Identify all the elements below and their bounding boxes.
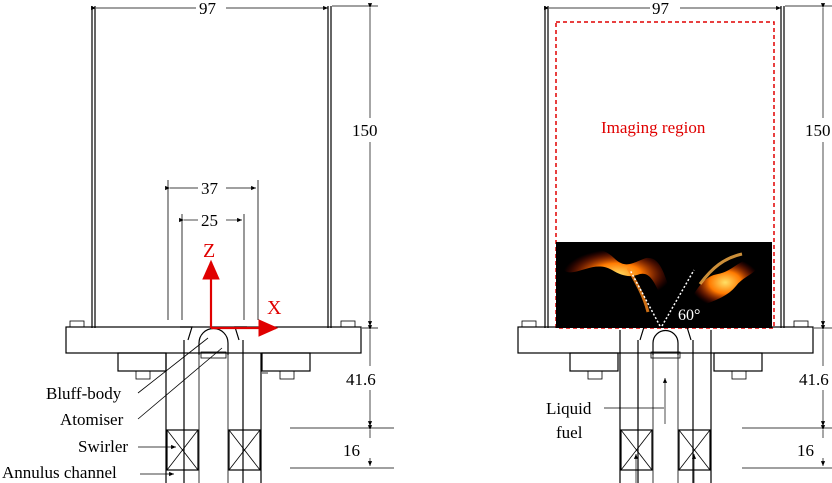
- right-swirler-left: [620, 429, 653, 483]
- right-panel: 97 150 Imaging region 60°: [517, 0, 832, 483]
- dim-150-label: 150: [352, 121, 378, 140]
- right-base-plate: [517, 326, 814, 354]
- base-plate: [65, 326, 362, 354]
- dim-16-label: 16: [343, 441, 360, 460]
- right-dim-41-6-label: 41.6: [799, 370, 829, 389]
- liquid-label: Liquid: [546, 399, 592, 418]
- right-bluff-body: [652, 329, 679, 355]
- imaging-region-label: Imaging region: [601, 118, 706, 137]
- left-panel: 97 150: [2, 0, 394, 483]
- swirler-right: [228, 429, 261, 471]
- atomiser-label: Atomiser: [60, 410, 124, 429]
- right-dim-97-label: 97: [652, 0, 670, 18]
- z-axis-label: Z: [203, 240, 215, 262]
- flame-image: 60°: [556, 242, 772, 328]
- dim-25-label: 25: [201, 211, 218, 230]
- dim-41-6-label: 41.6: [346, 370, 376, 389]
- right-swirler-right: [678, 429, 711, 483]
- x-axis-label: X: [267, 297, 282, 319]
- bluff-body-label: Bluff-body: [46, 384, 122, 403]
- dim-97-label: 97: [199, 0, 217, 18]
- right-dim-16-label: 16: [797, 441, 814, 460]
- spray-angle-label: 60°: [678, 307, 700, 324]
- swirler-left: [166, 429, 199, 471]
- swirler-label: Swirler: [78, 437, 128, 456]
- annulus-channel-label: Annulus channel: [2, 463, 117, 482]
- dim-37-label: 37: [201, 179, 219, 198]
- fuel-label: fuel: [556, 423, 583, 442]
- right-dim-150-label: 150: [805, 121, 831, 140]
